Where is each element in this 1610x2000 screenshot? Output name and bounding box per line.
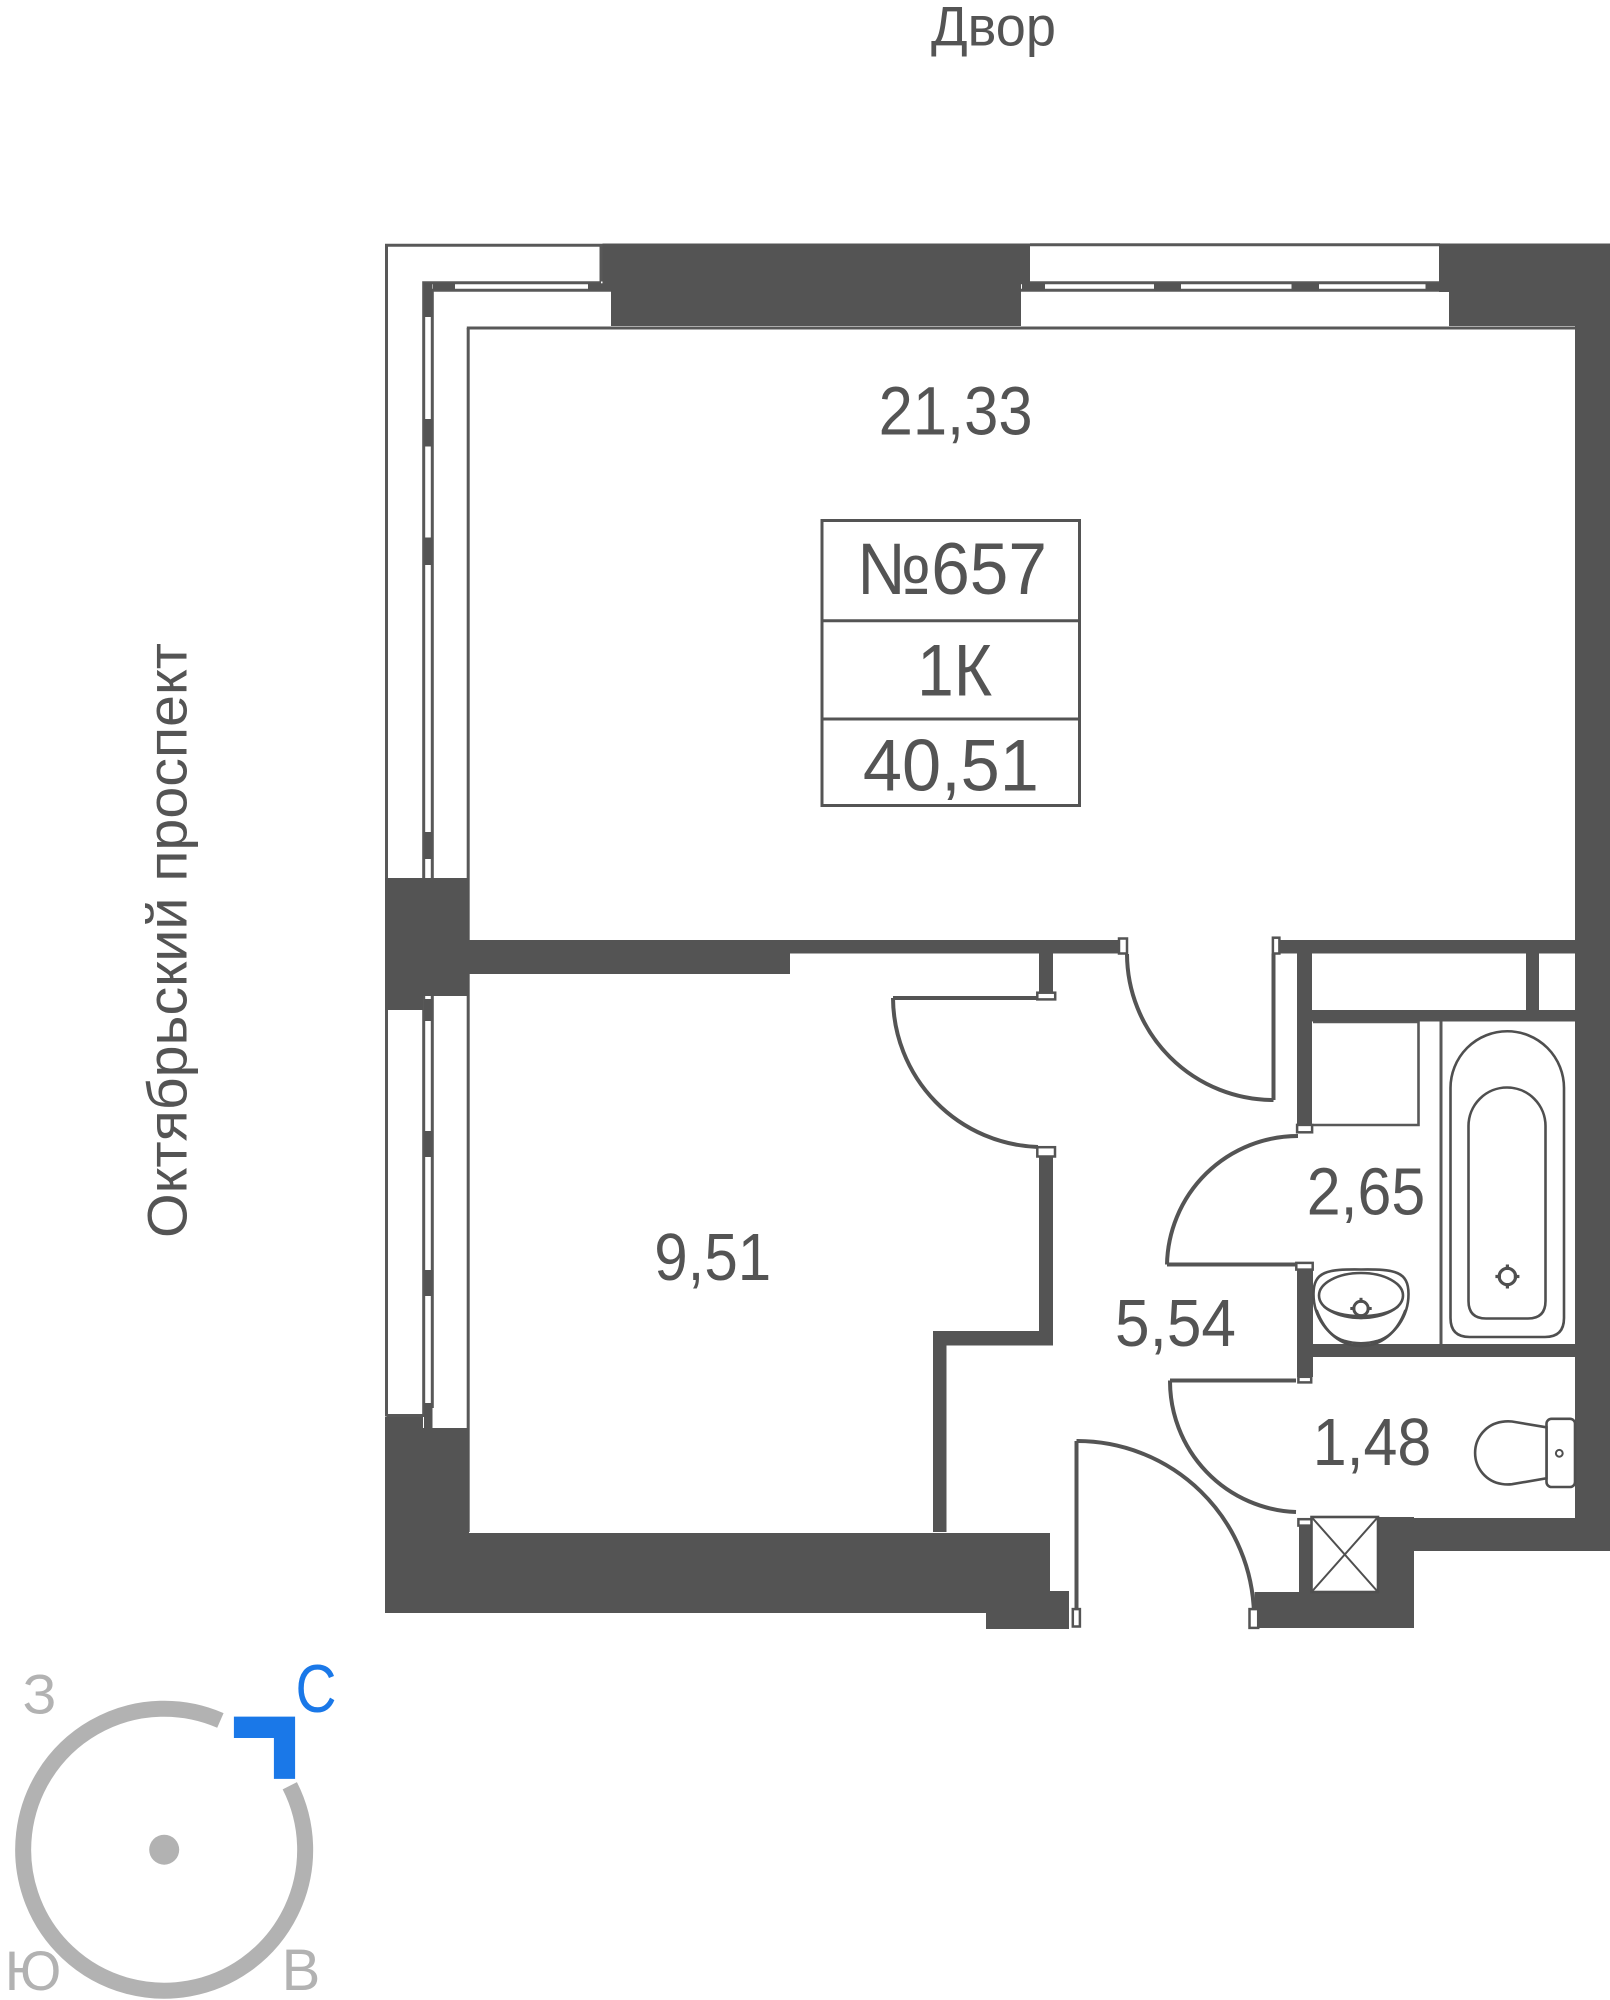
svg-text:В: В xyxy=(282,1938,321,2000)
svg-text:21,33: 21,33 xyxy=(879,373,1033,450)
svg-text:1К: 1К xyxy=(917,631,992,712)
svg-text:2,65: 2,65 xyxy=(1307,1155,1426,1230)
svg-text:Ю: Ю xyxy=(5,1939,62,2000)
svg-text:40,51: 40,51 xyxy=(863,726,1039,807)
svg-text:5,54: 5,54 xyxy=(1115,1286,1236,1361)
svg-text:9,51: 9,51 xyxy=(654,1220,771,1295)
svg-text:С: С xyxy=(296,1651,337,1727)
svg-text:Двор: Двор xyxy=(931,0,1056,58)
svg-text:№657: №657 xyxy=(857,529,1047,610)
svg-text:Октябрьский проспект: Октябрьский проспект xyxy=(136,643,199,1238)
svg-text:1,48: 1,48 xyxy=(1313,1405,1432,1480)
svg-text:З: З xyxy=(23,1662,57,1725)
